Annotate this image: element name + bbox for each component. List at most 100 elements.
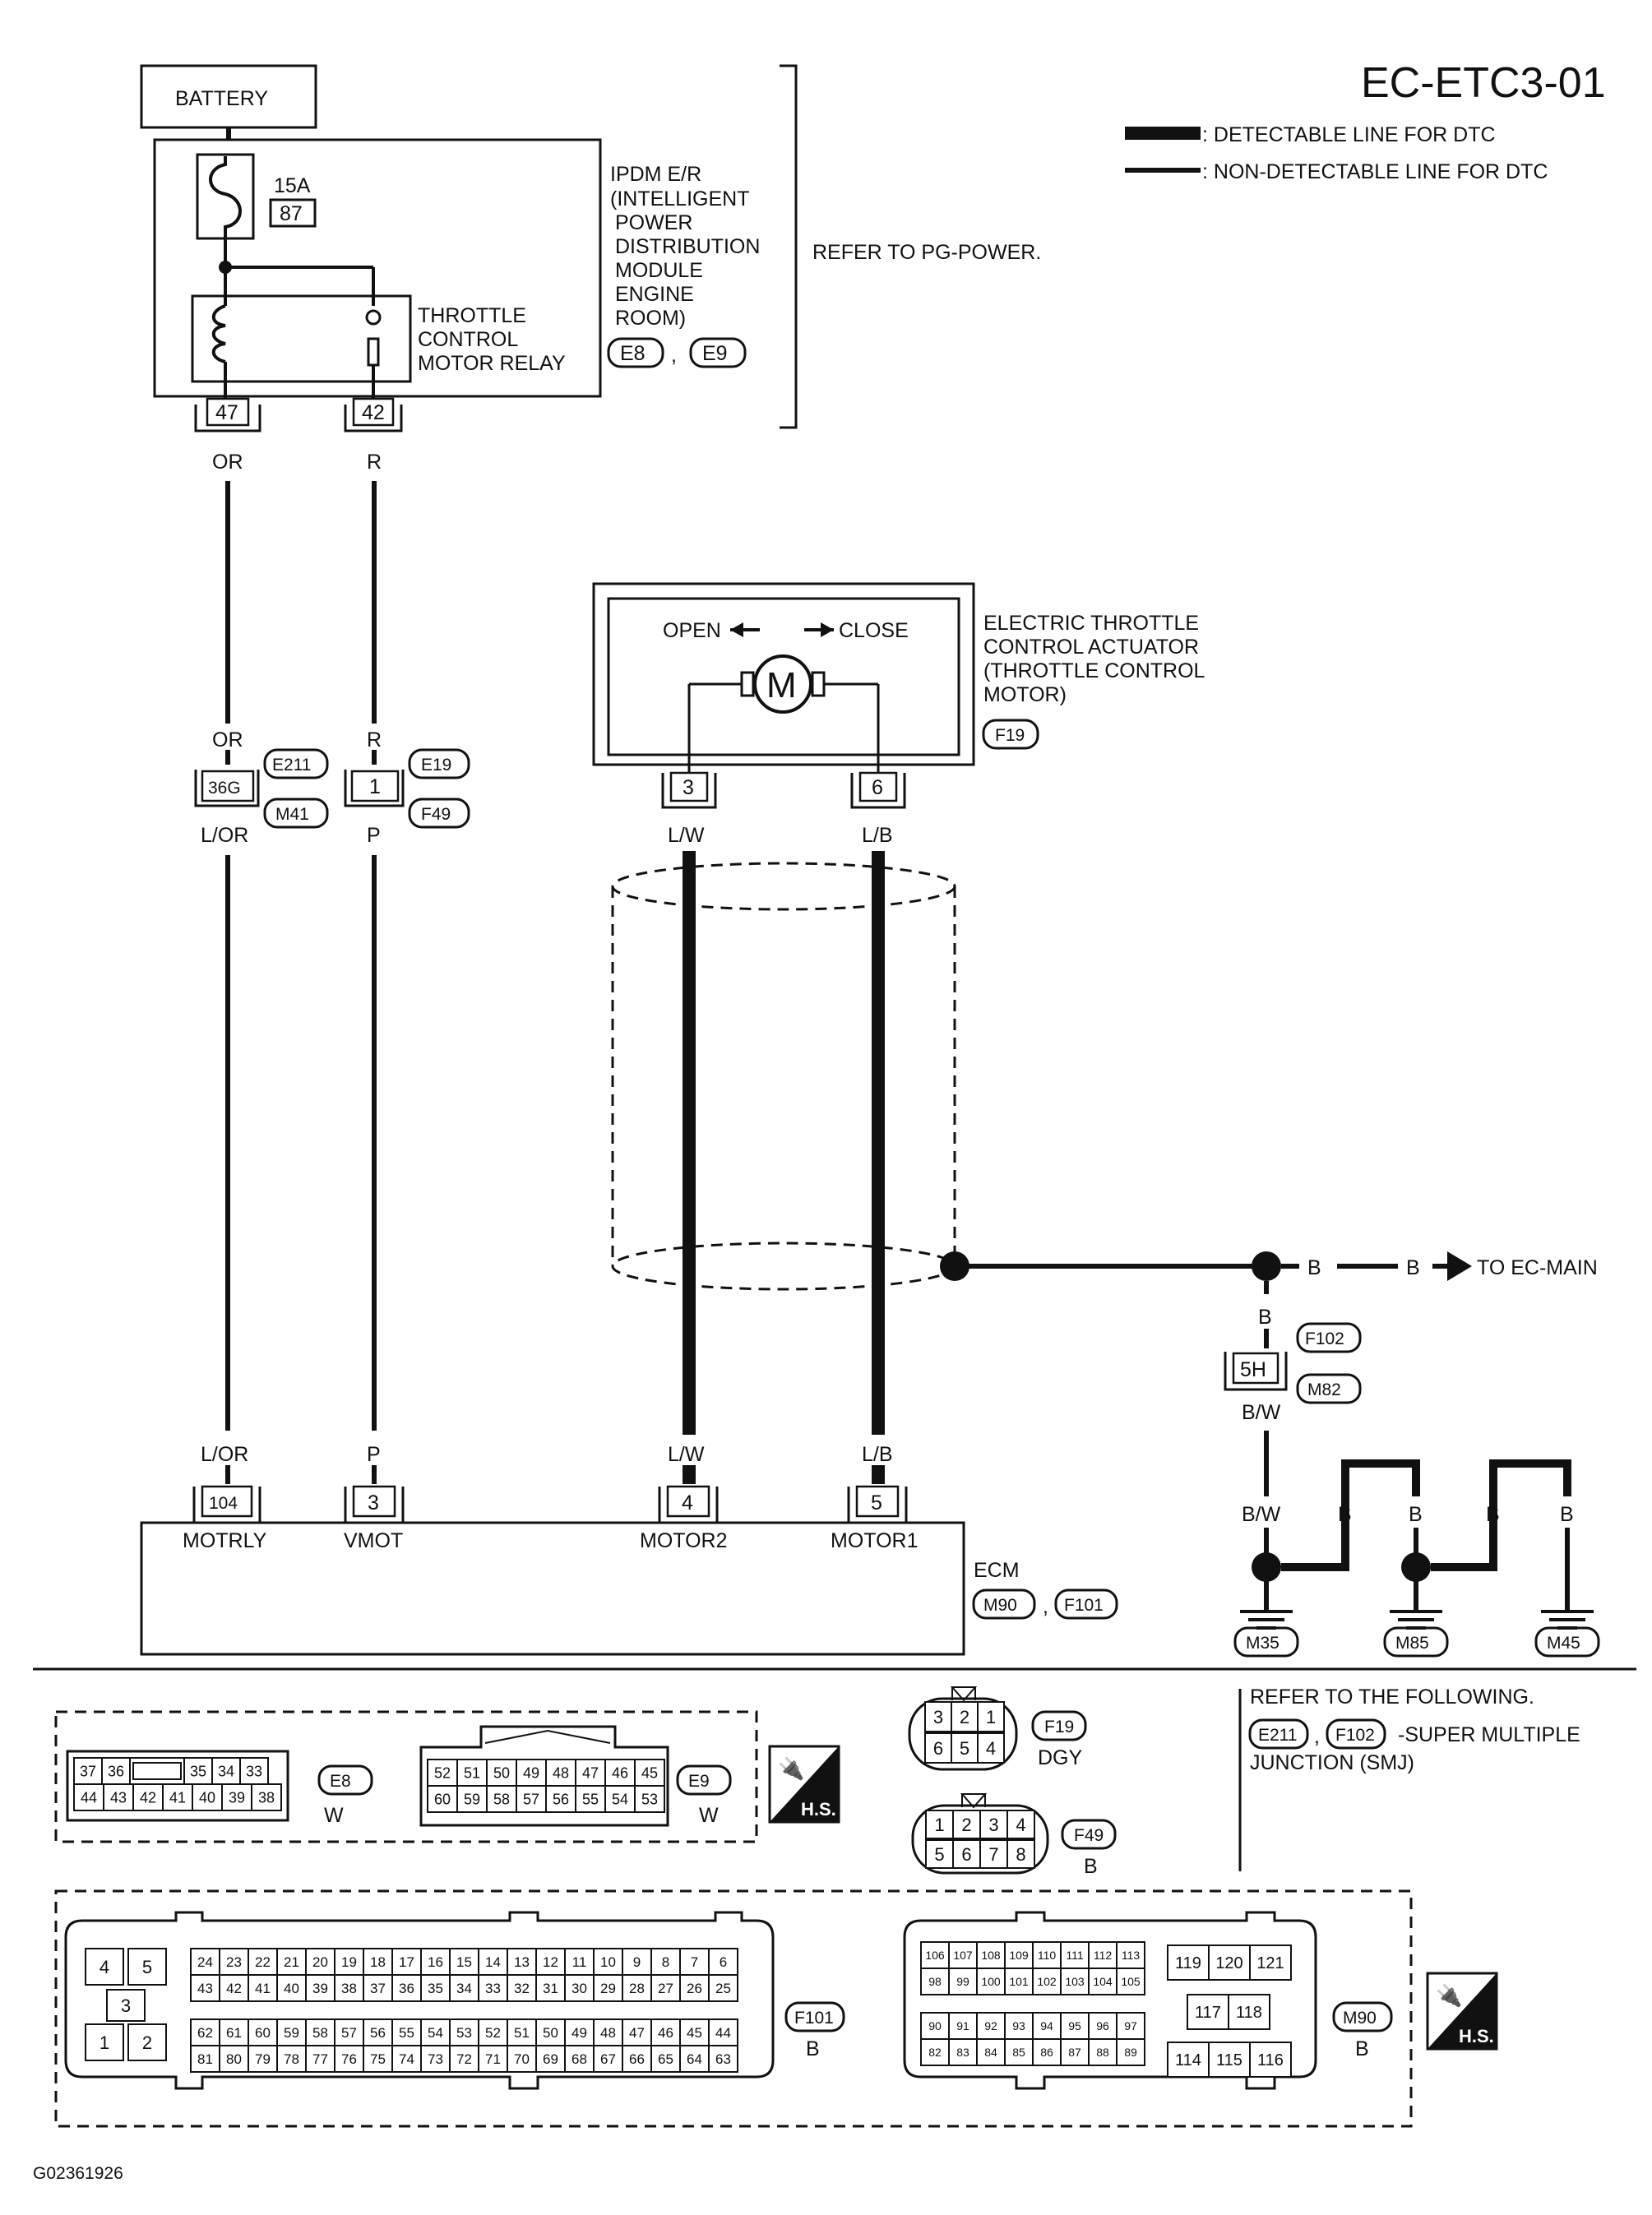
connector-faces-group-1 — [54, 1710, 758, 1843]
pin-cell — [276, 2045, 307, 2073]
pin-number: 36 — [399, 1981, 414, 1996]
pin-cell — [129, 1757, 185, 1785]
pin-number: 47 — [582, 1764, 599, 1781]
pin-cell — [1116, 1941, 1145, 1969]
connector-e211: E211 — [272, 756, 312, 775]
pin-number: 19 — [341, 1954, 357, 1970]
pin-cell — [679, 1974, 710, 2002]
pin-cell — [1004, 2012, 1034, 2040]
pin-cell — [1116, 2038, 1145, 2066]
face-label-f19: F19 — [1044, 1718, 1074, 1736]
pin-number: 35 — [428, 1981, 443, 1996]
face-label-m90: M90 — [1343, 2009, 1377, 2028]
pin-cell — [427, 1759, 458, 1787]
pin-3-actuator: 3 — [683, 776, 694, 799]
pin-number: 39 — [229, 1789, 245, 1806]
pin-cell — [305, 2045, 335, 2073]
wire-or-mid: OR — [212, 728, 243, 751]
pin-number: 95 — [1068, 2019, 1081, 2032]
ecm-label: ECM — [974, 1559, 1020, 1582]
actuator-close: CLOSE — [839, 619, 909, 642]
ipdm-label-6: ENGINE — [615, 283, 694, 306]
hs-badge-1: 🔌 H.S. — [768, 1745, 840, 1824]
pin-number: 56 — [553, 1791, 569, 1807]
pin-cell — [1032, 1941, 1062, 1969]
pin-number: 119 — [1175, 1954, 1201, 1972]
pin-number: 46 — [658, 2025, 673, 2041]
pin-cell — [1208, 2042, 1251, 2078]
relay-label-3: MOTOR RELAY — [418, 352, 566, 375]
pin-number: 6 — [720, 1954, 727, 1970]
pin-number: 4 — [99, 1957, 109, 1977]
pin-number: 3 — [933, 1707, 943, 1727]
pin-number: 71 — [485, 2051, 501, 2067]
pin-number: 61 — [226, 2025, 242, 2041]
pin-cell — [1249, 2042, 1292, 2078]
svg-text:,: , — [1314, 1725, 1320, 1748]
pin-cell — [478, 2045, 508, 2073]
pin-number: 113 — [1122, 1949, 1141, 1962]
connector-f101: F101 — [1064, 1596, 1104, 1615]
pin-42: 42 — [362, 401, 385, 424]
pin-number: 51 — [464, 1764, 480, 1781]
actuator-open: OPEN — [663, 619, 721, 642]
pin-cell — [221, 1783, 252, 1811]
pin-number: 76 — [341, 2051, 357, 2067]
to-ec-main: TO EC-MAIN — [1477, 1256, 1598, 1279]
connector-m82: M82 — [1307, 1380, 1341, 1399]
pin-number: 56 — [370, 2025, 386, 2041]
pin-number: 51 — [514, 2025, 530, 2041]
pin-number: 34 — [218, 1763, 234, 1779]
pin-number: 43 — [110, 1789, 127, 1806]
pin-number: 6 — [933, 1738, 943, 1759]
pin-cell — [219, 1974, 249, 2002]
pin-cell — [708, 2045, 738, 2073]
pin-number: 74 — [399, 2051, 414, 2067]
svg-text:H.S.: H.S. — [801, 1799, 836, 1820]
pin-number: 38 — [258, 1789, 275, 1806]
pin-cell — [219, 2045, 249, 2073]
wire-b-w-1: B/W — [1242, 1401, 1281, 1424]
actuator-label-4: MOTOR) — [983, 683, 1067, 706]
pin-cell — [1088, 2012, 1118, 2040]
pin-number: 9 — [633, 1954, 641, 1970]
actuator-box-inner — [607, 597, 960, 756]
wire-p-bottom: P — [367, 1443, 381, 1466]
pin-number: 65 — [658, 2051, 673, 2067]
refer-following-1: REFER TO THE FOLLOWING. — [1250, 1686, 1534, 1709]
pin-number: 57 — [341, 2025, 357, 2041]
pin-number: 89 — [1124, 2046, 1137, 2059]
pin-number: 102 — [1037, 1975, 1057, 1988]
legend-detectable: : DETECTABLE LINE FOR DTC — [1202, 123, 1496, 146]
ecm-terminal-motor1: MOTOR1 — [831, 1529, 919, 1552]
hs-badge-2: 🔌 H.S. — [1426, 1972, 1498, 2051]
pin-number: 92 — [984, 2019, 997, 2032]
pin-number: 60 — [255, 2025, 271, 2041]
pin-number: 97 — [1124, 2019, 1137, 2032]
pin-cell — [162, 1783, 193, 1811]
pin-number: 94 — [1040, 2019, 1053, 2032]
pin-number: 86 — [1040, 2046, 1053, 2059]
pin-cell — [924, 1701, 952, 1732]
pin-cell — [516, 1785, 547, 1813]
ipdm-label-4: DISTRIBUTION — [615, 235, 760, 258]
pin-6-actuator: 6 — [872, 776, 883, 799]
wire-b-g3: B — [1486, 1503, 1500, 1526]
pin-cell — [1116, 1968, 1145, 1995]
pin-number: 22 — [255, 1954, 271, 1970]
pin-number: 45 — [641, 1764, 658, 1781]
pin-number: 105 — [1121, 1975, 1141, 1988]
pin-cell — [478, 1974, 508, 2002]
pin-cell — [1006, 1810, 1035, 1839]
wire-l-b-bottom: L/B — [862, 1443, 893, 1466]
pin-number: 67 — [600, 2051, 616, 2067]
pin-cell — [952, 1810, 981, 1839]
pin-number: 1 — [99, 2032, 109, 2053]
motor-icon — [753, 654, 812, 714]
pin-number: 47 — [629, 2025, 645, 2041]
pin-number: 42 — [140, 1789, 156, 1806]
pin-cell — [276, 1974, 307, 2002]
pin-number: 5 — [934, 1844, 944, 1865]
